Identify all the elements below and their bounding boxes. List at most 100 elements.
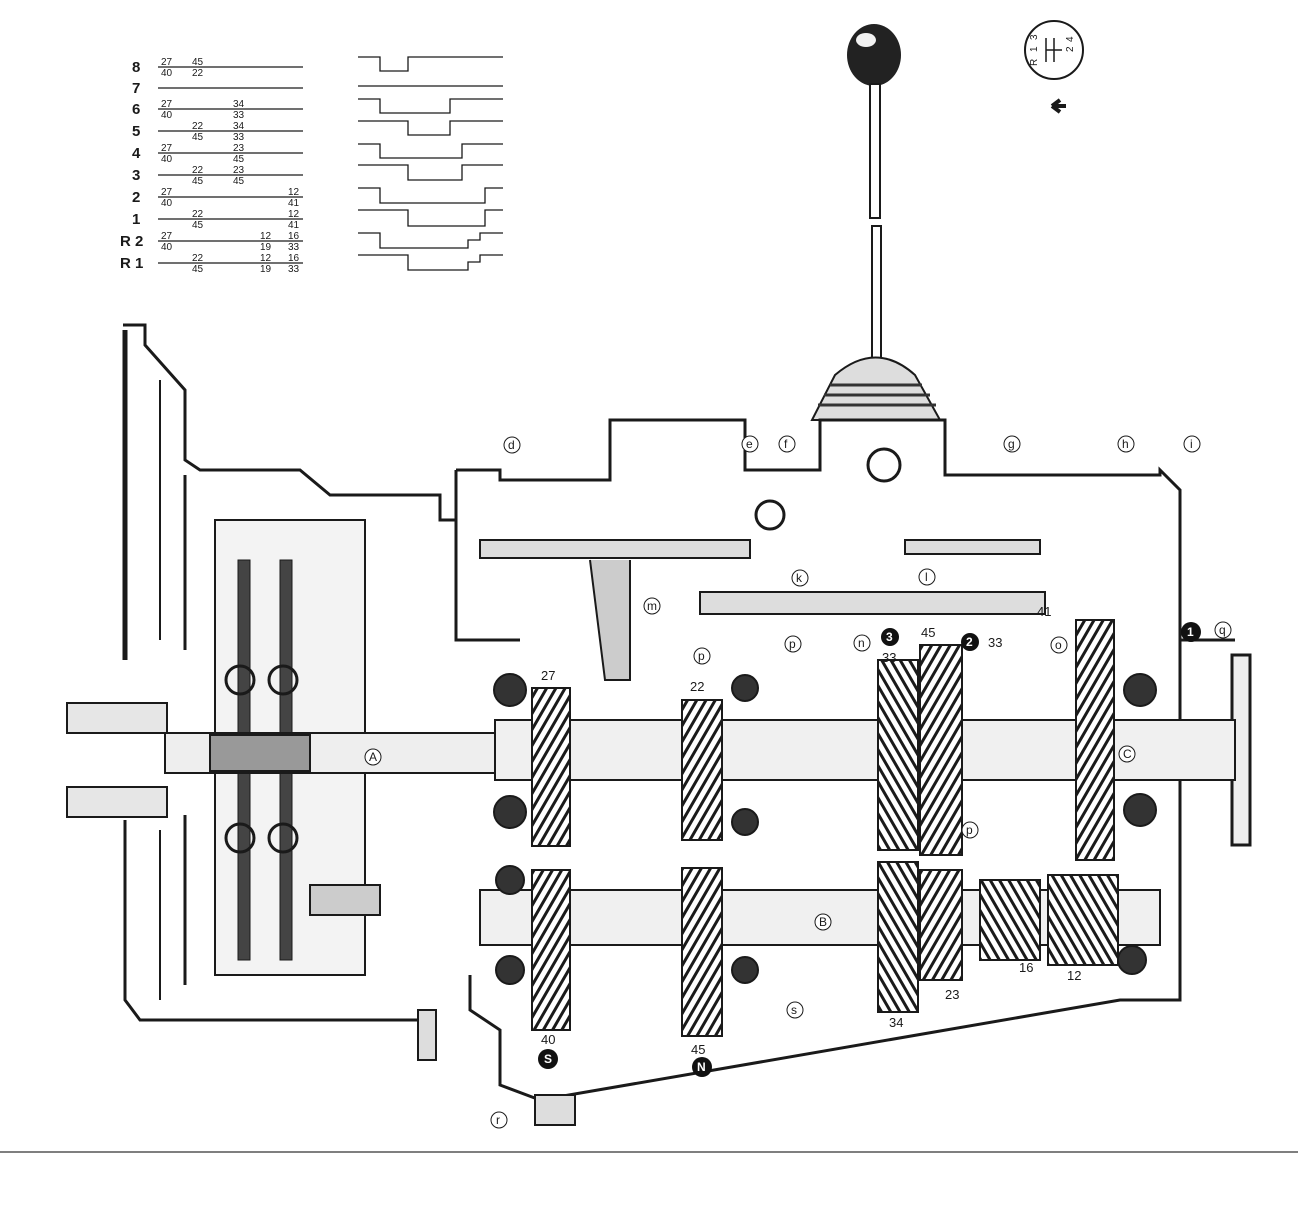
label-k: k (796, 571, 803, 585)
shift-4: 4 (1065, 36, 1076, 42)
tooth-count: 22 (192, 165, 204, 176)
label-g: g (1008, 437, 1015, 451)
tooth-count: 40 (161, 198, 173, 209)
teeth-45-bottom: 45 (691, 1042, 705, 1057)
label-C: C (1123, 747, 1132, 761)
gear-label: R 1 (120, 255, 143, 272)
gear-22 (681, 699, 723, 841)
tooth-count: 27 (161, 187, 173, 198)
gear-23 (919, 869, 963, 981)
label-r: r (496, 1113, 500, 1127)
shift-pattern-icon: R 1 3 2 4 (1024, 20, 1084, 80)
tooth-count: 41 (288, 198, 300, 209)
tooth-count: 45 (192, 132, 204, 143)
tooth-count: 41 (288, 220, 300, 231)
transmission-housing (66, 323, 1252, 1102)
tooth-count: 45 (233, 154, 245, 165)
label-f: f (784, 437, 788, 451)
gear-label: 2 (132, 189, 140, 206)
tooth-count: 19 (260, 242, 272, 253)
shift-2: 2 (1065, 46, 1076, 52)
label-B: B (819, 915, 827, 929)
tooth-count: 27 (161, 143, 173, 154)
badge-1: 1 (1187, 625, 1194, 639)
tooth-count: 12 (260, 231, 272, 242)
label-p-right: p (789, 637, 796, 651)
tooth-count: 33 (288, 242, 300, 253)
gear-lever (810, 24, 942, 421)
teeth-23: 23 (945, 987, 959, 1002)
gear-16 (979, 879, 1041, 961)
gear-label: 7 (132, 80, 140, 97)
teeth-16: 16 (1019, 960, 1033, 975)
tooth-count: 40 (161, 110, 173, 121)
tooth-count: 34 (233, 121, 245, 132)
tooth-count: 40 (161, 242, 173, 253)
tooth-count: 23 (233, 165, 245, 176)
gear-label: R 2 (120, 233, 143, 250)
teeth-40: 40 (541, 1032, 555, 1047)
label-d: d (508, 438, 515, 452)
tooth-count: 12 (260, 253, 272, 264)
badge-2: 2 (966, 635, 973, 649)
gear-label: 5 (132, 123, 140, 140)
badge-3: 3 (886, 630, 893, 644)
label-o: o (1055, 638, 1062, 652)
gear-12 (1047, 874, 1119, 966)
callout-labels: d e f g h i k l m n o p p q r s p A B C (369, 437, 1226, 1127)
shift-timing-diagram (358, 56, 503, 271)
gear-33 (877, 659, 919, 851)
badges: 1 2 3 S N (538, 622, 1201, 1077)
shift-3: 3 (1029, 34, 1040, 40)
gear-label: 1 (132, 211, 140, 228)
tooth-count: 45 (192, 176, 204, 187)
shift-1: 1 (1029, 46, 1040, 52)
tooth-count: 34 (233, 99, 245, 110)
tooth-count: 22 (192, 68, 204, 79)
tooth-count: 40 (161, 154, 173, 165)
label-e: e (746, 437, 753, 451)
shift-r: R (1029, 59, 1040, 66)
countershaft-B (479, 889, 1161, 946)
gear-34 (877, 861, 919, 1013)
label-s: s (791, 1003, 797, 1017)
direction-arrow-icon (1050, 98, 1066, 114)
tooth-counts: 27 22 33 45 33 41 40 45 34 23 16 12 (541, 604, 1081, 1057)
label-p-lower: p (966, 823, 973, 837)
label-m: m (647, 599, 657, 613)
label-i: i (1190, 437, 1193, 451)
gear-label: 6 (132, 101, 140, 118)
teeth-41: 41 (1037, 604, 1051, 619)
label-n: n (858, 636, 865, 650)
badge-S: S (544, 1052, 552, 1066)
gear-label: 4 (132, 145, 141, 162)
tooth-count: 16 (288, 231, 300, 242)
tooth-count: 45 (192, 220, 204, 231)
tooth-count: 27 (161, 231, 173, 242)
gear-40 (531, 869, 571, 1031)
tooth-count: 27 (161, 99, 173, 110)
label-h: h (1122, 437, 1129, 451)
label-q: q (1219, 623, 1226, 637)
tooth-count: 22 (192, 209, 204, 220)
gears (493, 619, 1157, 1037)
tooth-count: 22 (192, 253, 204, 264)
tooth-count: 45 (192, 264, 204, 275)
tooth-count: 19 (260, 264, 272, 275)
gear-45-upper (919, 644, 963, 856)
teeth-22: 22 (690, 679, 704, 694)
tooth-count: 12 (288, 187, 300, 198)
gear-label: 8 (132, 59, 140, 76)
tooth-count: 40 (161, 68, 173, 79)
tooth-count: 33 (233, 110, 245, 121)
gear-27 (531, 687, 571, 847)
tooth-count: 23 (233, 143, 245, 154)
tooth-count: 45 (192, 57, 204, 68)
label-p-left: p (698, 649, 705, 663)
label-A: A (369, 750, 377, 764)
teeth-12: 12 (1067, 968, 1081, 983)
tooth-count: 45 (233, 176, 245, 187)
teeth-45-top: 45 (921, 625, 935, 640)
